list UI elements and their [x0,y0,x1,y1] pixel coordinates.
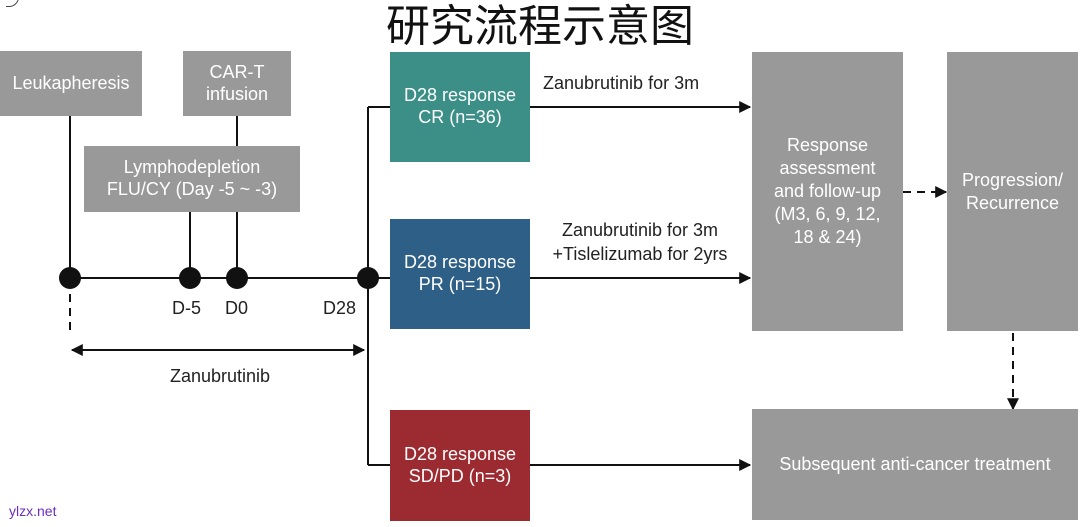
cart-label-line2: infusion [205,83,269,104]
pr-response-count: PR (n=15) [418,274,502,294]
lymphodepletion-box: Lymphodepletion FLU/CY (Day -5 ~ -3) [84,146,300,212]
cr-response-label: D28 response [403,85,517,106]
progression-recurrence-box: Progression/ Recurrence [947,52,1078,331]
response-assessment-box: Response assessment and follow-up (M3, 6… [752,52,903,331]
marker-d0: D0 [225,298,249,318]
pr-treatment-line1: Zanubrutinib for 3m [561,220,719,240]
sdpd-response-label: D28 response [403,443,517,464]
lymphodepletion-label-line1: Lymphodepletion [123,157,261,178]
marker-d-5: D-5 [172,298,202,318]
marker-d28: D28 [323,298,357,318]
timeline-node-d-5 [179,267,201,289]
pr-response-box: D28 response PR (n=15) [390,219,530,329]
sdpd-response-count: SD/PD (n=3) [408,465,512,486]
subsequent-treatment-label: Subsequent anti-cancer treatment [779,453,1051,474]
progression-line1: Progression/ [961,169,1064,190]
cr-response-count: CR (n=36) [418,107,502,127]
assessment-line3: and follow-up [773,181,882,201]
leukapheresis-box: Leukapheresis [0,51,142,116]
progression-line2: Recurrence [965,192,1060,213]
watermark-text: ylzx.net [9,503,57,519]
timeline-node-d0 [226,267,248,289]
zanubrutinib-span-label: Zanubrutinib [170,366,271,386]
leukapheresis-label: Leukapheresis [12,72,130,93]
pr-response-label: D28 response [403,252,517,273]
cr-response-box: D28 response CR (n=36) [390,52,530,162]
diagram-title: 研究流程示意图 [386,1,694,52]
pr-treatment-label: Zanubrutinib for 3m +Tislelizumab for 2y… [535,218,745,266]
lymphodepletion-label-line2: FLU/CY (Day -5 ~ -3) [106,179,278,199]
assessment-line2: assessment [779,158,876,178]
assessment-line5: 18 & 24) [793,227,862,247]
subsequent-treatment-box: Subsequent anti-cancer treatment [752,409,1078,520]
cr-treatment-label: Zanubrutinib for 3m [543,73,700,93]
cart-infusion-box: CAR-T infusion [183,51,291,116]
assessment-line4: (M3, 6, 9, 12, [774,204,881,224]
sdpd-response-box: D28 response SD/PD (n=3) [390,410,530,521]
timeline-node-leukapheresis [59,267,81,289]
assessment-line1: Response [786,135,869,155]
cart-label-line1: CAR-T [209,61,265,82]
pr-treatment-line2: +Tislelizumab for 2yrs [552,244,728,264]
